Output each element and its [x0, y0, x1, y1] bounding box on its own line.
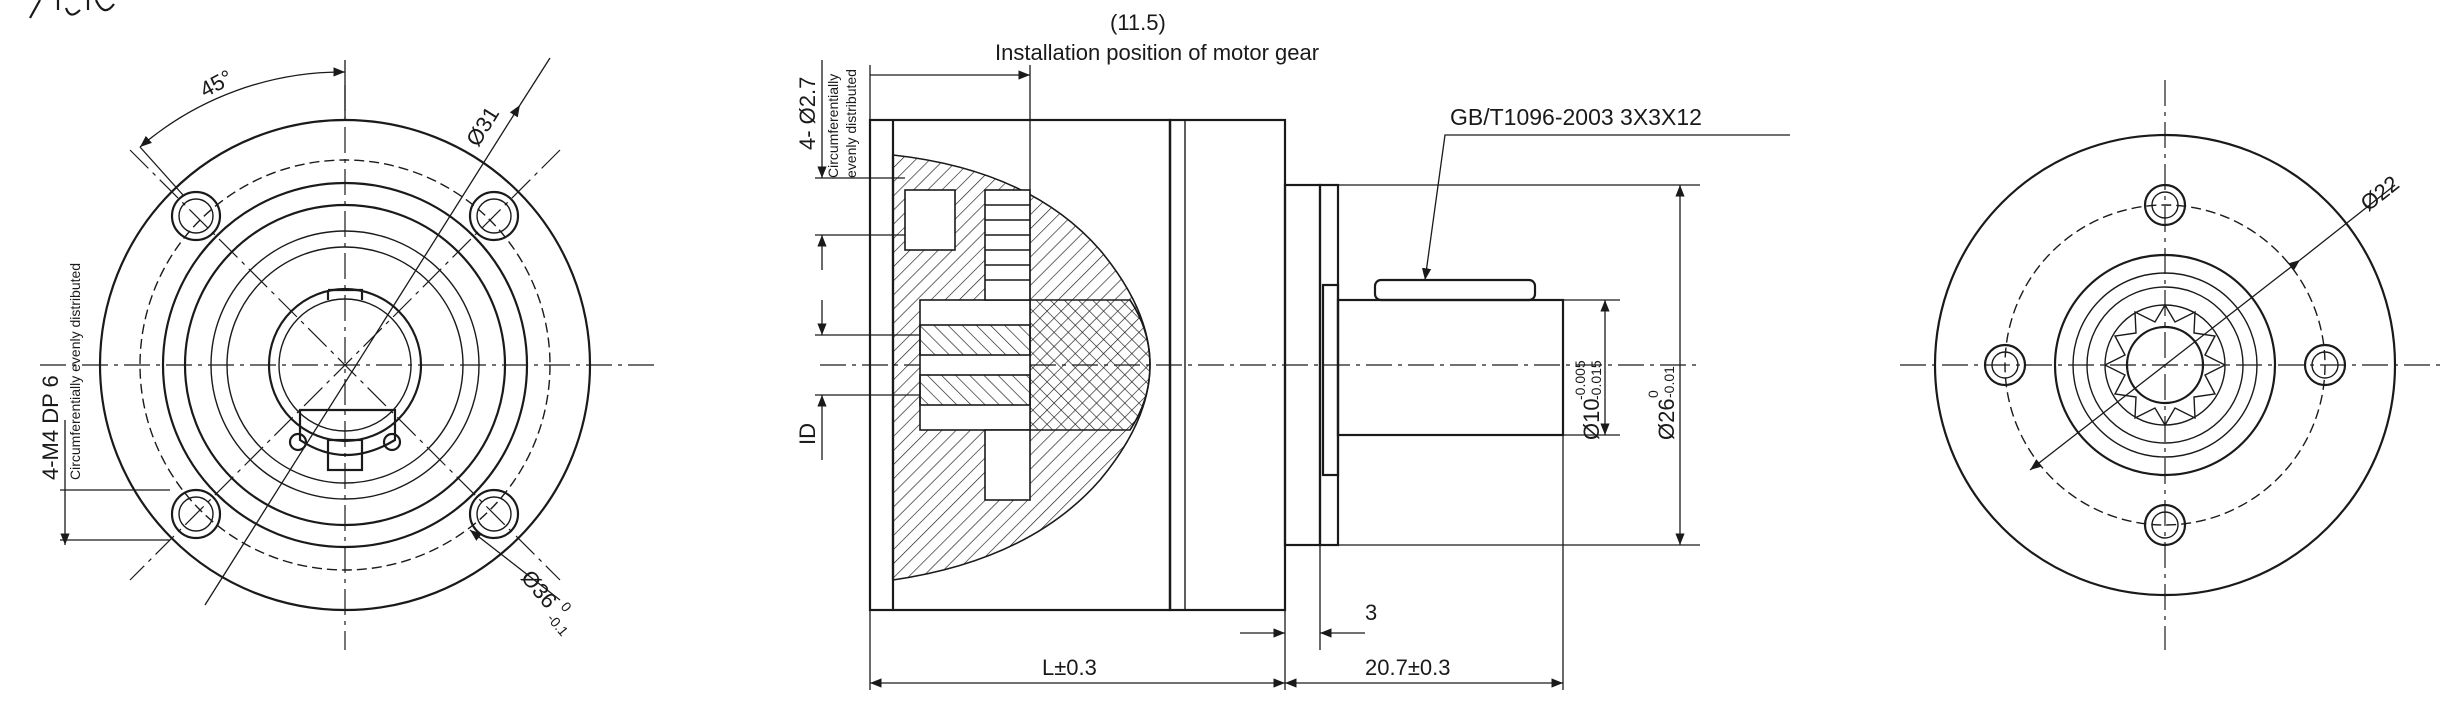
mounting-holes [170, 190, 520, 540]
side-holes-note-1: Circumferentially [825, 74, 841, 178]
front-dia31-label: Ø31 [461, 102, 504, 151]
side-holes-label: 4- Ø2.7 [795, 77, 820, 150]
front-dia36-tol-lower: -0.1 [544, 610, 572, 639]
front-thread-label: 4-M4 DP 6 [38, 375, 63, 480]
output-shaft [1336, 298, 1565, 437]
rear-mounting-holes [1983, 183, 2347, 547]
pilot-tol-upper: 0 [1645, 390, 1661, 398]
side-id-label: ID [795, 423, 820, 445]
dim-L-label: L±0.3 [1042, 655, 1097, 680]
front-dia36-label: Ø36 [516, 565, 562, 613]
rear-view [1900, 80, 2440, 650]
gear-teeth [985, 204, 1030, 281]
dim-shaft-len-label: 20.7±0.3 [1365, 655, 1450, 680]
shaft-tol-lower: -0.015 [1588, 360, 1604, 400]
front-dia36-dimension: Ø36 0 -0.1 [516, 565, 575, 639]
front-dia36-tol-upper: 0 [558, 599, 575, 615]
shaft-dia-dimension: Ø10 -0.005 -0.015 [1572, 360, 1604, 440]
side-key-spec: GB/T1096-2003 3X3X12 [1450, 104, 1702, 130]
shaft-dia-label: Ø10 [1579, 398, 1604, 440]
gearbox-ring [1168, 118, 1287, 612]
shaft-key [1373, 278, 1537, 302]
rear-dia22-label: Ø22 [2356, 171, 2404, 216]
shaft-tol-upper: -0.005 [1572, 360, 1588, 400]
side-install-label: Installation position of motor gear [995, 40, 1319, 65]
pilot-dia-dimension: Ø26 0 -0.01 [1645, 366, 1679, 440]
side-view [815, 60, 1790, 690]
dim-3-label: 3 [1365, 600, 1377, 625]
front-angle-label: 45° [196, 65, 237, 103]
side-holes-note-2: evenly distributed [843, 69, 859, 178]
pilot-tol-lower: -0.01 [1661, 366, 1677, 398]
pilot-dia-label: Ø26 [1654, 398, 1679, 440]
side-install-dim: (11.5) [1110, 10, 1166, 35]
front-thread-note: Circumferentially evenly distributed [67, 263, 83, 480]
heading-fragment [29, 0, 115, 19]
front-view [40, 57, 660, 650]
rear-flange-outline [1933, 133, 2397, 597]
